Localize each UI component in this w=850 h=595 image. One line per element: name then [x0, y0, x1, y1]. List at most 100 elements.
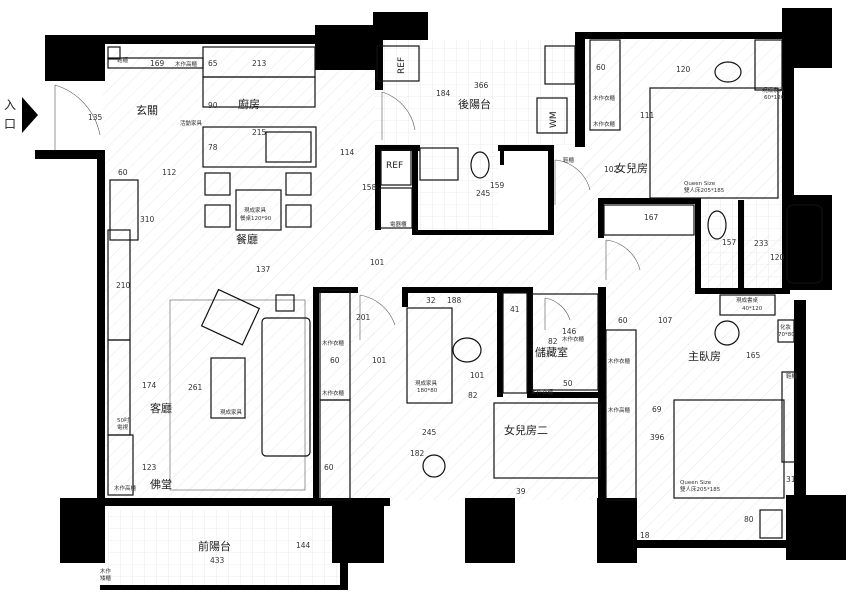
floor-front-balcony — [108, 510, 340, 588]
dim-245b: 245 — [422, 428, 437, 437]
floor-public — [103, 50, 375, 500]
dim-137: 137 — [256, 265, 271, 274]
dining-cabinet — [109, 179, 139, 241]
dim-60c: 60 — [330, 356, 340, 365]
chair-1 — [204, 172, 231, 196]
dim-157: 157 — [722, 238, 737, 247]
dim-65: 65 — [208, 59, 218, 68]
dim-107: 107 — [658, 316, 673, 325]
column-n2 — [373, 12, 428, 40]
column-s1 — [332, 498, 384, 563]
dining-table — [235, 189, 282, 231]
dim-60d: 60 — [618, 316, 628, 325]
partition-bath1-s — [412, 230, 552, 235]
partition-bath1-w — [412, 145, 418, 230]
chair-desk2 — [452, 337, 482, 363]
dim-433: 433 — [210, 556, 225, 565]
dim-169: 169 — [150, 59, 165, 68]
dimensions: 169 65 213 90 135 215 78 114 60 112 310 … — [88, 59, 796, 565]
dim-182: 182 — [410, 449, 425, 458]
note-shoe-cabinet: 鞋櫃 — [117, 56, 129, 64]
storage-door — [544, 297, 571, 330]
dim-146: 146 — [562, 327, 577, 336]
wall-east-lower — [794, 300, 806, 500]
note-makeup: 化妝 — [780, 323, 792, 331]
bath1-vanity — [419, 147, 459, 181]
note-master-queen-size: 雙人床205*185 — [680, 485, 721, 493]
partition-shower-w — [500, 145, 504, 165]
note-shoe-cabinet-3: 鞋櫃 — [563, 156, 575, 164]
dim-18: 18 — [640, 531, 650, 540]
ref-rear-label: REF — [397, 57, 407, 74]
dim-120b: 120 — [770, 253, 785, 262]
note-shrine-cab: 木作高櫃 — [114, 484, 137, 492]
room-labels: 玄關 廚房 餐廳 客廳 佛堂 後陽台 女兒房 女兒房二 儲藏室 主臥房 前陽台 — [136, 97, 721, 553]
storage-shelf — [502, 292, 528, 394]
note-wardrobe-f: 木作衣櫃 — [562, 335, 585, 343]
dim-41: 41 — [510, 305, 520, 314]
note-daughter-bed-a: 現成家具 — [762, 86, 785, 94]
dim-69: 69 — [652, 405, 662, 414]
wall-south-master — [637, 540, 787, 548]
note-desk2: 現成家具 — [415, 379, 438, 387]
rear-balcony-door — [381, 91, 416, 140]
partition-shower-n — [498, 145, 553, 151]
wall-rear-balcony-e — [575, 32, 585, 147]
master-shoe-cabinet — [781, 371, 797, 463]
electric-cabinet — [379, 187, 413, 229]
note-tv-cabinet-b: 電視 — [117, 423, 129, 431]
note-wardrobe-c: 木作衣櫃 — [322, 339, 345, 347]
dim-101a: 101 — [370, 258, 385, 267]
note-master-queen: Queen Size — [680, 480, 712, 486]
daughter-stool — [714, 61, 742, 83]
wm-label: WM — [549, 111, 559, 128]
note-dresser: 現成書桌 — [736, 296, 759, 304]
note-shoe-cabinet-2: 鞋櫃 — [786, 372, 798, 380]
daughter2-door — [359, 294, 396, 340]
wall-daughter-north — [575, 32, 782, 39]
partition-shower-e — [548, 145, 554, 235]
ref-mid-label: REF — [386, 161, 403, 171]
dim-32: 32 — [426, 296, 436, 305]
note-dresser-size: 40*120 — [742, 306, 763, 312]
dim-158: 158 — [362, 183, 377, 192]
wardrobe-2 — [319, 399, 351, 501]
shrine-cabinet — [107, 434, 134, 496]
dim-123: 123 — [142, 463, 157, 472]
dim-111: 111 — [640, 111, 655, 120]
daughter-bed — [649, 87, 779, 199]
room-storage: 儲藏室 — [535, 345, 568, 359]
dim-50: 50 — [563, 379, 573, 388]
note-wardrobe-h: 木作高櫃 — [608, 406, 631, 414]
entrance-label-1: 入 — [4, 98, 16, 112]
wall-balcony-e — [340, 506, 348, 588]
sink — [265, 131, 312, 163]
dim-167: 167 — [644, 213, 659, 222]
floor-daughter — [585, 40, 785, 200]
round-table — [422, 454, 446, 478]
bathtub — [786, 204, 823, 284]
column-n1 — [315, 25, 377, 70]
room-master: 主臥房 — [688, 350, 721, 363]
room-front-balcony: 前陽台 — [198, 539, 231, 553]
note-makeup-size: 70*80 — [778, 332, 795, 338]
dim-78: 78 — [208, 143, 218, 152]
note-electric-cab: 電器櫃 — [390, 220, 407, 228]
note-desk2-size: 180*80 — [417, 388, 438, 394]
cabinets — [107, 39, 823, 539]
column-s3 — [597, 498, 637, 563]
furniture-notes: 鞋櫃 木作高櫃 活動家具 現成家具 餐桌120*90 電器櫃 現成家具 60*1… — [100, 56, 798, 582]
room-daughter2: 女兒房二 — [504, 423, 548, 437]
dim-396: 396 — [650, 433, 665, 442]
note-wood-cabinet-top: 木作高櫃 — [175, 60, 198, 68]
side-table — [275, 294, 295, 312]
room-rear-balcony: 後陽台 — [458, 97, 491, 111]
partition-daughter-sw — [598, 198, 604, 238]
partition-storage-inner — [497, 292, 503, 397]
master-door — [605, 239, 641, 280]
partition-wardrobe-w — [313, 287, 319, 502]
dim-144: 144 — [296, 541, 311, 550]
dim-188: 188 — [447, 296, 462, 305]
kitchen-island — [202, 126, 317, 168]
room-living: 客廳 — [150, 401, 172, 415]
